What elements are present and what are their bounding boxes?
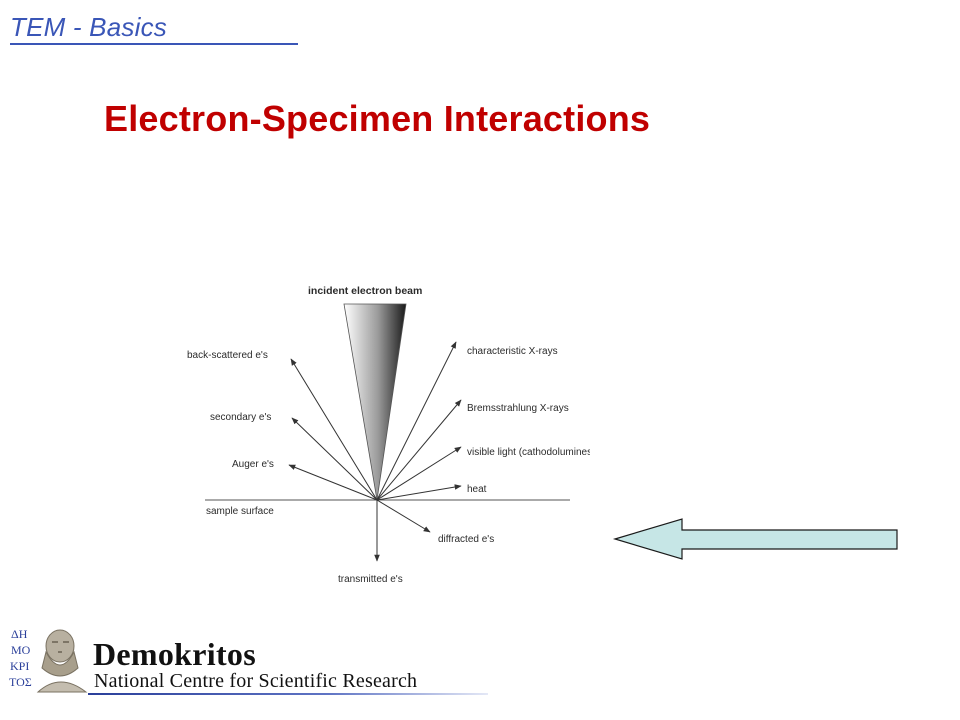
- section-title: TEM - Basics: [10, 12, 167, 42]
- bremsstrahlung-ray: [376, 399, 462, 501]
- demokritos-emblem: ΔΗ ΜΟ ΚΡΙ ΤΟΣ: [8, 622, 88, 693]
- characteristic-xray-ray: [376, 341, 457, 501]
- interaction-diagram: incident electron beam sample surface ba…: [187, 285, 590, 585]
- emblem-line-4: ΤΟΣ: [9, 675, 32, 689]
- transmitted-label: transmitted e's: [338, 574, 403, 585]
- auger-ray: [288, 464, 378, 501]
- secondary-ray: [291, 417, 378, 501]
- diffracted-ray: [376, 499, 431, 533]
- auger-label: Auger e's: [232, 459, 274, 470]
- diffracted-label: diffracted e's: [438, 534, 494, 545]
- logo-name: Demokritos: [93, 636, 256, 672]
- backscattered-ray: [290, 358, 378, 501]
- heat-ray: [376, 484, 462, 501]
- slide-title: Electron-Specimen Interactions: [104, 98, 651, 139]
- surface-label: sample surface: [206, 506, 274, 517]
- emblem-line-1: ΔΗ: [11, 627, 28, 641]
- left-arrow-icon: [612, 518, 898, 560]
- logo-rule: [88, 693, 488, 695]
- incident-beam-cone: [343, 303, 407, 501]
- backscattered-label: back-scattered e's: [187, 350, 268, 361]
- bremsstrahlung-label: Bremsstrahlung X-rays: [467, 403, 569, 414]
- visible-light-ray: [376, 446, 462, 501]
- characteristic-xray-label: characteristic X-rays: [467, 346, 558, 357]
- heat-label: heat: [467, 484, 487, 495]
- secondary-label: secondary e's: [210, 412, 271, 423]
- visible-light-label: visible light (cathodoluminescence): [467, 447, 590, 458]
- section-title-underline: [10, 43, 298, 45]
- emblem-line-2: ΜΟ: [11, 643, 31, 657]
- emblem-line-3: ΚΡΙ: [10, 659, 29, 673]
- beam-label: incident electron beam: [308, 285, 422, 297]
- logo-subtitle: National Centre for Scientific Research: [94, 670, 418, 692]
